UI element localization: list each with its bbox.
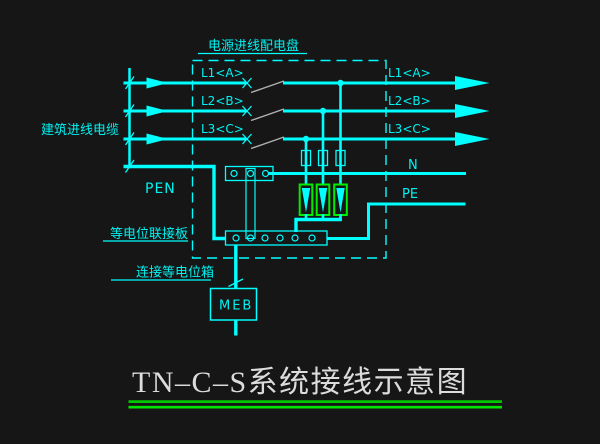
cable-tick-icon [124,132,135,146]
spd-arrow-icon [301,188,311,213]
switch-blade-icon [250,80,285,94]
phase-l2: L2<B> L2<B> [123,94,490,122]
meb-box [209,287,258,321]
phase-l2-label-left: L2<B> [201,94,244,108]
phase-l3: L3<C> L3<C> [123,122,490,150]
terminal-hole [261,234,269,242]
spd-branch-1 [298,139,314,221]
switch-blade-icon [250,108,285,122]
cable-tick-icon [124,76,135,90]
neutral-label: N [408,158,418,173]
phase-l1-label-right: L1<A> [388,66,431,80]
diagram-title: TN–C–S系统接线示意图 [132,366,468,399]
fuse-icon [317,149,329,167]
direction-arrow-icon [146,105,168,117]
fuse-icon [335,149,346,167]
meb-label: MEB [219,299,253,314]
direction-arrow-icon [146,77,168,89]
phase-l3-label-left: L3<C> [201,122,244,136]
pe-line [327,202,466,240]
outgoing-arrow-icon [455,76,490,90]
phase-l1-label-left: L1<A> [201,66,244,80]
pen-label: PEN [145,181,176,197]
fuse-icon [300,149,312,167]
phase-l2-label-right: L2<B> [388,94,431,108]
cable-tick-icon [124,104,135,118]
cable-tick-icon [228,278,244,288]
switch-contact-x-icon [242,105,252,117]
connect-box-label: 连接等电位箱 [136,265,214,281]
spd-arrow-icon [318,188,328,213]
switch-contact-x-icon [242,77,252,89]
phase-l1: L1<A> L1<A> [123,66,490,94]
terminal-hole [276,234,284,242]
terminal-hole [246,234,255,242]
pen-to-n-link [245,167,256,240]
building-cable-label: 建筑进线电缆 [41,122,119,138]
terminal-hole [246,169,255,178]
pe-label: PE [402,187,418,202]
cable-tick-icon [124,159,135,173]
spd-arrow-icon [336,188,345,213]
switch-contact-x-icon [242,133,252,145]
phase-l3-label-right: L3<C> [388,122,431,136]
spd-branch-2 [315,111,331,221]
spd-branch-3 [333,83,348,221]
outgoing-arrow-icon [455,132,490,146]
terminal-hole [230,169,238,178]
terminal-hole [232,234,240,242]
direction-arrow-icon [146,133,168,145]
panel-label: 电源进线配电盘 [208,38,299,54]
terminal-hole [308,234,316,242]
pen-line [123,164,226,241]
distribution-panel-box [191,59,387,259]
terminal-hole [291,234,299,242]
bonding-board-label: 等电位联接板 [110,226,188,242]
outgoing-arrow-icon [455,104,490,118]
switch-blade-icon [250,136,285,150]
spd-common-earth-line [294,217,342,232]
